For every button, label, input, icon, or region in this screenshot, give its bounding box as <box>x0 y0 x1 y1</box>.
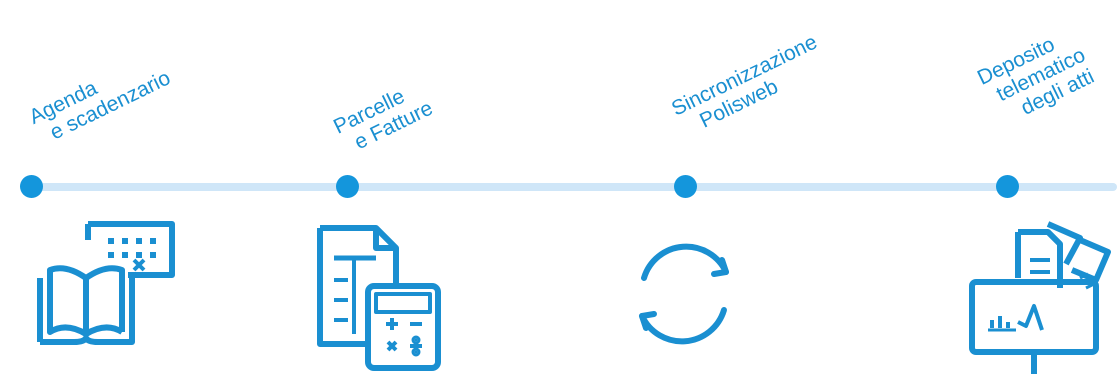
timeline-dot-sincronizzazione <box>674 175 697 198</box>
step-label-deposito: Deposito telematico degli atti <box>972 23 1099 132</box>
step-label-agenda: Agenda e scadenzario <box>22 46 174 152</box>
step-label-sincronizzazione: Sincronizzazione Polisweb <box>668 30 831 141</box>
step-label-parcelle: Parcelle e Fatture <box>330 76 436 159</box>
monitor-documents-icon <box>968 218 1117 374</box>
sync-icon <box>622 234 746 354</box>
timeline-line <box>30 183 1117 191</box>
timeline-dot-deposito <box>996 175 1019 198</box>
timeline-dot-parcelle <box>336 175 359 198</box>
invoice-calculator-icon <box>316 224 444 372</box>
timeline-dot-agenda <box>20 175 43 198</box>
book-calendar-icon <box>36 220 176 345</box>
